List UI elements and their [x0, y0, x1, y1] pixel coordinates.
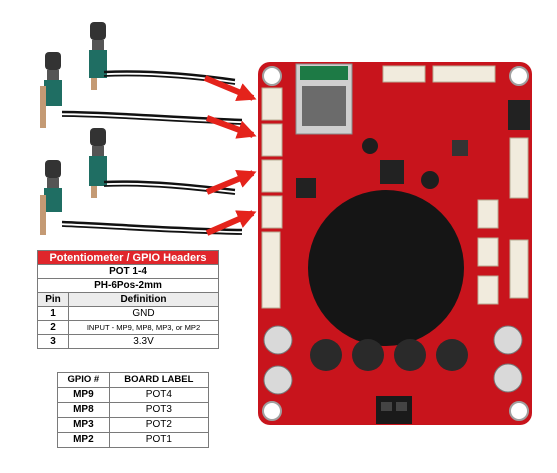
gpio-cell: MP9: [57, 387, 110, 403]
gpio-cell: MP8: [57, 402, 110, 418]
arrow-2: [205, 115, 257, 139]
pot-header-1: [261, 87, 283, 121]
table-row: 3 3.3V: [37, 334, 219, 349]
gpio-label-table: GPIO # BOARD LABEL MP9 POT4 MP8 POT3 MP3…: [57, 372, 210, 448]
table-row: MP8 POT3: [57, 402, 210, 418]
arrow-4: [205, 210, 257, 236]
table-header: Potentiometer / GPIO Headers: [37, 250, 219, 265]
gpio-cell: MP3: [57, 417, 110, 433]
board-label-cell: POT3: [108, 402, 210, 418]
board-label-cell: POT2: [108, 417, 210, 433]
potentiometer-group-top: [40, 22, 243, 128]
arrow-3: [205, 169, 257, 195]
table-row: MP2 POT1: [57, 432, 210, 448]
table-row: 1 GND: [37, 306, 219, 321]
pin-cell: 3: [37, 334, 69, 349]
col-definition-header: Definition: [68, 292, 219, 307]
table-row: MP3 POT2: [57, 417, 210, 433]
pot-header-2: [261, 123, 283, 157]
speaker-disc: [308, 190, 464, 346]
table-row: MP9 POT4: [57, 387, 210, 403]
potentiometer-header-table: Potentiometer / GPIO Headers POT 1-4 PH-…: [37, 250, 219, 349]
pin-cell: 2: [37, 320, 69, 335]
col-board-label-header: BOARD LABEL: [108, 372, 210, 388]
col-pin-header: Pin: [37, 292, 69, 307]
definition-cell: 3.3V: [68, 334, 219, 349]
pointer-arrows: [203, 75, 257, 236]
board-label-cell: POT4: [108, 387, 210, 403]
board-label-cell: POT1: [108, 432, 210, 448]
pot-header-3: [261, 159, 283, 193]
table-row: 2 INPUT - MP9, MP8, MP3, or MP2: [37, 320, 219, 335]
arrow-1: [203, 75, 257, 101]
table-subtitle-2: PH-6Pos-2mm: [37, 278, 219, 293]
col-gpio-header: GPIO #: [57, 372, 110, 388]
pot-header-4: [261, 195, 283, 229]
table-subtitle-1: POT 1-4: [37, 264, 219, 279]
definition-cell: GND: [68, 306, 219, 321]
pin-cell: 1: [37, 306, 69, 321]
gpio-cell: MP2: [57, 432, 110, 448]
definition-cell: INPUT - MP9, MP8, MP3, or MP2: [68, 320, 219, 335]
potentiometer-group-bottom: [40, 128, 243, 235]
amplifier-board: [258, 62, 532, 425]
